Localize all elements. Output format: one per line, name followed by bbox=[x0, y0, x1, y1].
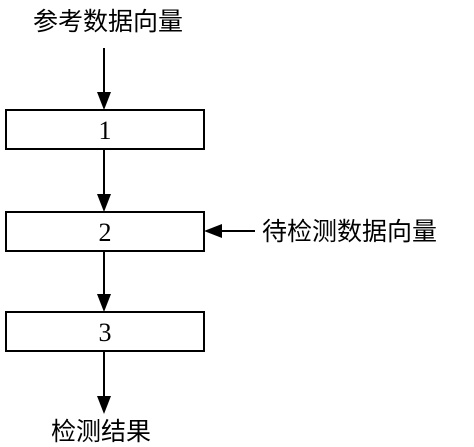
arrowhead-to-box-1 bbox=[97, 92, 111, 110]
arrowhead-side-input bbox=[204, 224, 222, 238]
arrowhead-to-output bbox=[97, 396, 111, 414]
process-box-3 bbox=[5, 311, 205, 352]
arrowhead-to-box-2 bbox=[97, 194, 111, 212]
box-2-label: 2 bbox=[99, 218, 112, 247]
reference-vector-label: 参考数据向量 bbox=[33, 7, 183, 36]
process-box-2 bbox=[5, 211, 205, 252]
detection-result-label: 检测结果 bbox=[51, 417, 151, 446]
box-1-label: 1 bbox=[99, 116, 112, 145]
test-vector-label: 待检测数据向量 bbox=[262, 217, 437, 246]
arrowhead-to-box-3 bbox=[97, 294, 111, 312]
box-3-label: 3 bbox=[99, 318, 112, 347]
